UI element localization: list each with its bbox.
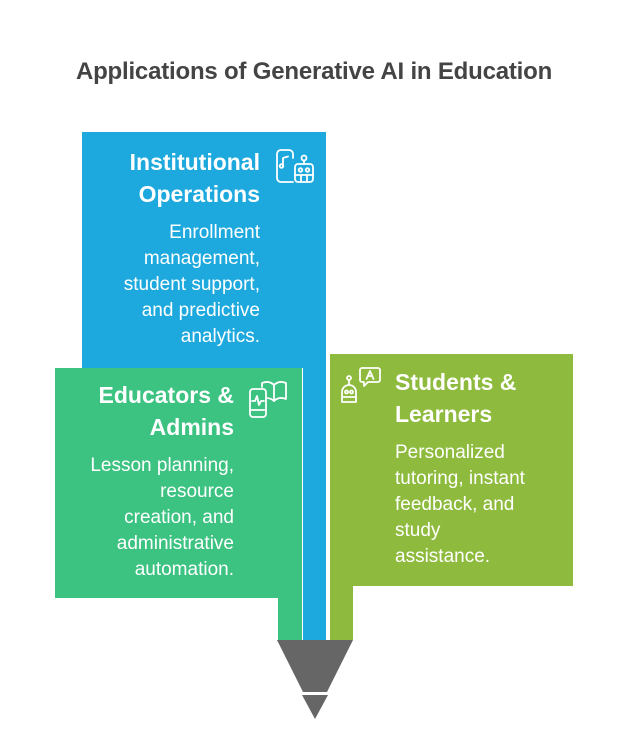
phone-health-book-icon bbox=[248, 379, 290, 419]
students-pencil-column bbox=[330, 580, 353, 640]
phone-music-robot-icon bbox=[275, 148, 317, 186]
institutional-operations-card bbox=[82, 132, 326, 368]
educators-text: Educators & Admins Lesson planning, reso… bbox=[55, 379, 234, 583]
students-description: Personalized tutoring, instant feedback,… bbox=[395, 442, 525, 567]
students-text: Students & Learners Personalized tutorin… bbox=[395, 366, 570, 570]
institutional-heading: Institutional Operations bbox=[129, 149, 260, 207]
students-learners-card bbox=[330, 354, 573, 586]
educators-description: Lesson planning, resource creation, and … bbox=[90, 455, 234, 580]
educators-pencil-column bbox=[278, 590, 302, 640]
students-heading: Students & Learners bbox=[395, 369, 517, 427]
institutional-description: Enrollment management, student support, … bbox=[123, 222, 260, 347]
institutional-pencil-column bbox=[303, 360, 326, 640]
educators-heading: Educators & Admins bbox=[98, 382, 234, 440]
institutional-text: Institutional Operations Enrollment mana… bbox=[82, 146, 260, 350]
educators-admins-card bbox=[55, 368, 302, 598]
robot-chat-icon bbox=[340, 366, 382, 406]
pencil-tip bbox=[277, 640, 353, 720]
diagram-title: Applications of Generative AI in Educati… bbox=[75, 58, 553, 85]
